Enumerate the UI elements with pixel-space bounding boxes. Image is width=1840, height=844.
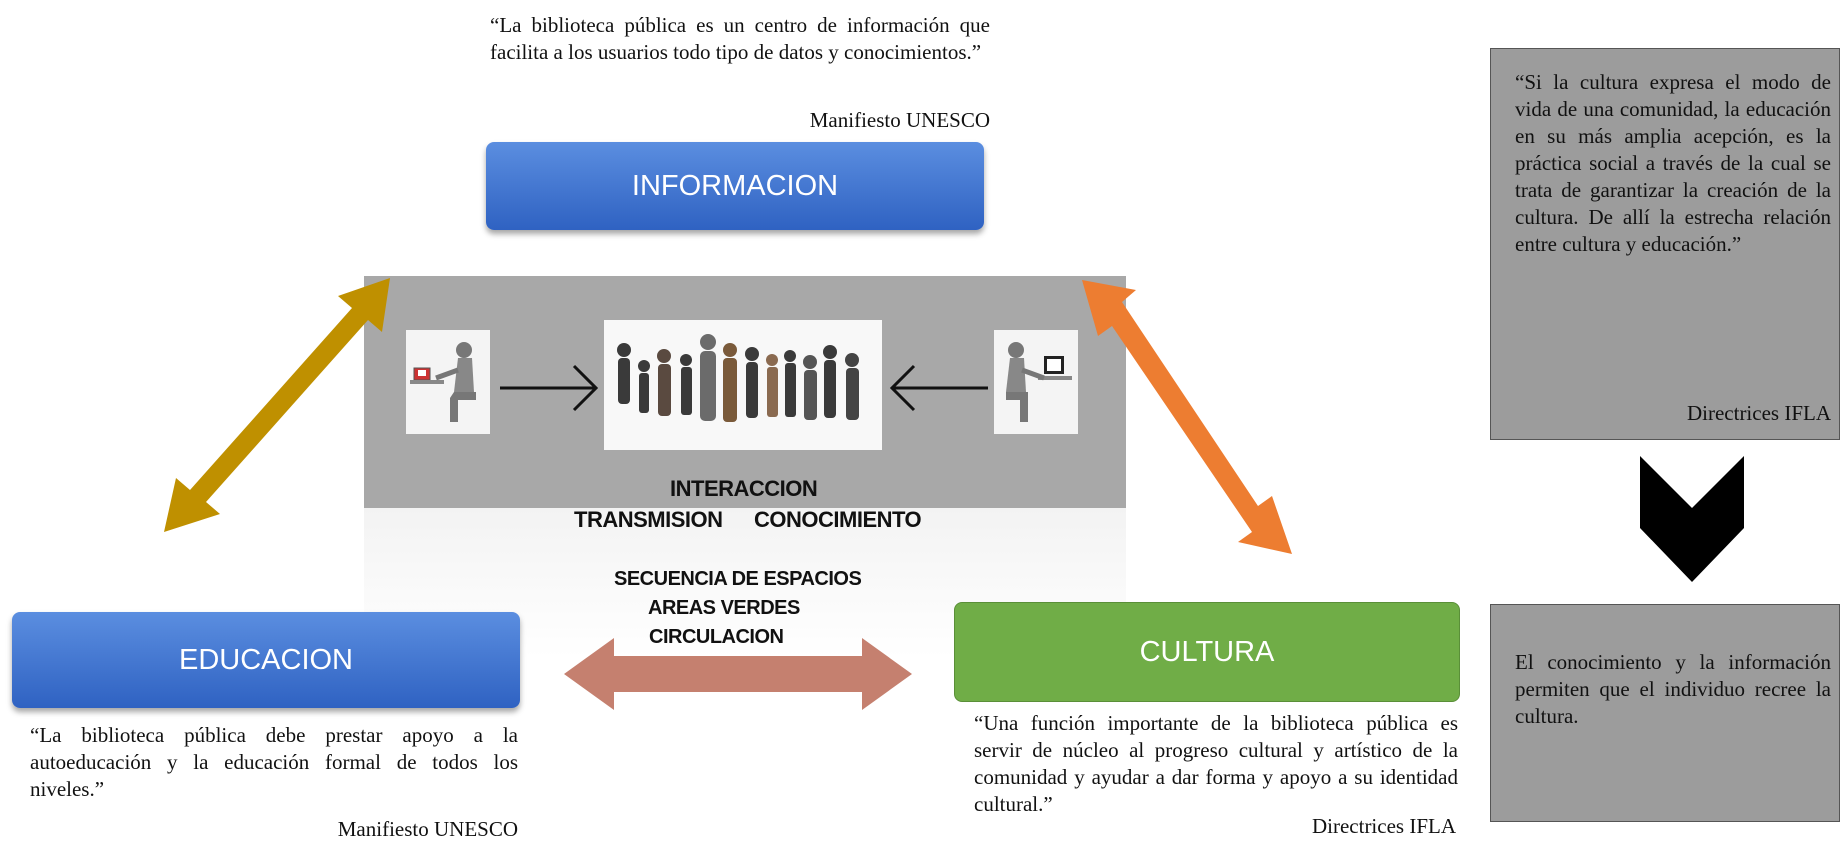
people-crowd-image — [604, 320, 882, 450]
side-conclusion: El conocimiento y la información permite… — [1515, 650, 1831, 728]
informacion-quote: “La biblioteca pública es un centro de i… — [490, 13, 990, 64]
interaccion-label: INTERACCION — [670, 476, 818, 501]
cultura-box: CULTURA — [954, 602, 1460, 702]
educacion-quote: “La biblioteca pública debe prestar apoy… — [30, 723, 518, 801]
conocimiento-label: CONOCIMIENTO — [754, 507, 922, 532]
side-conclusion-box: El conocimiento y la información permite… — [1490, 604, 1840, 822]
cultura-attribution: Directrices IFLA — [1311, 814, 1456, 838]
educacion-box: EDUCACION — [12, 612, 520, 708]
chevron-down-icon — [1640, 456, 1744, 582]
arrow-right-icon — [500, 364, 599, 412]
areas-verdes-label: AREAS VERDES — [648, 597, 800, 619]
informacion-attribution: Manifiesto UNESCO — [809, 108, 990, 132]
informacion-box: INFORMACION — [486, 142, 984, 230]
arrow-left-icon — [889, 364, 988, 412]
secuencia-label: SECUENCIA DE ESPACIOS — [614, 568, 862, 590]
rose-double-arrow-icon — [564, 638, 912, 710]
cultura-quote: “Una función importante de la biblioteca… — [974, 711, 1458, 816]
circulacion-label: CIRCULACION — [649, 626, 784, 648]
person-computer-left-image — [406, 330, 490, 434]
side-quote: “Si la cultura expresa el modo de vida d… — [1515, 70, 1831, 256]
side-quote-box: “Si la cultura expresa el modo de vida d… — [1490, 48, 1840, 440]
person-computer-right-image — [994, 330, 1078, 434]
gold-double-arrow-icon — [164, 278, 390, 532]
transmision-label: TRANSMISION — [574, 507, 723, 532]
side-attribution: Directrices IFLA — [1686, 401, 1831, 425]
educacion-attribution: Manifiesto UNESCO — [337, 817, 518, 841]
orange-double-arrow-icon — [1082, 280, 1292, 554]
